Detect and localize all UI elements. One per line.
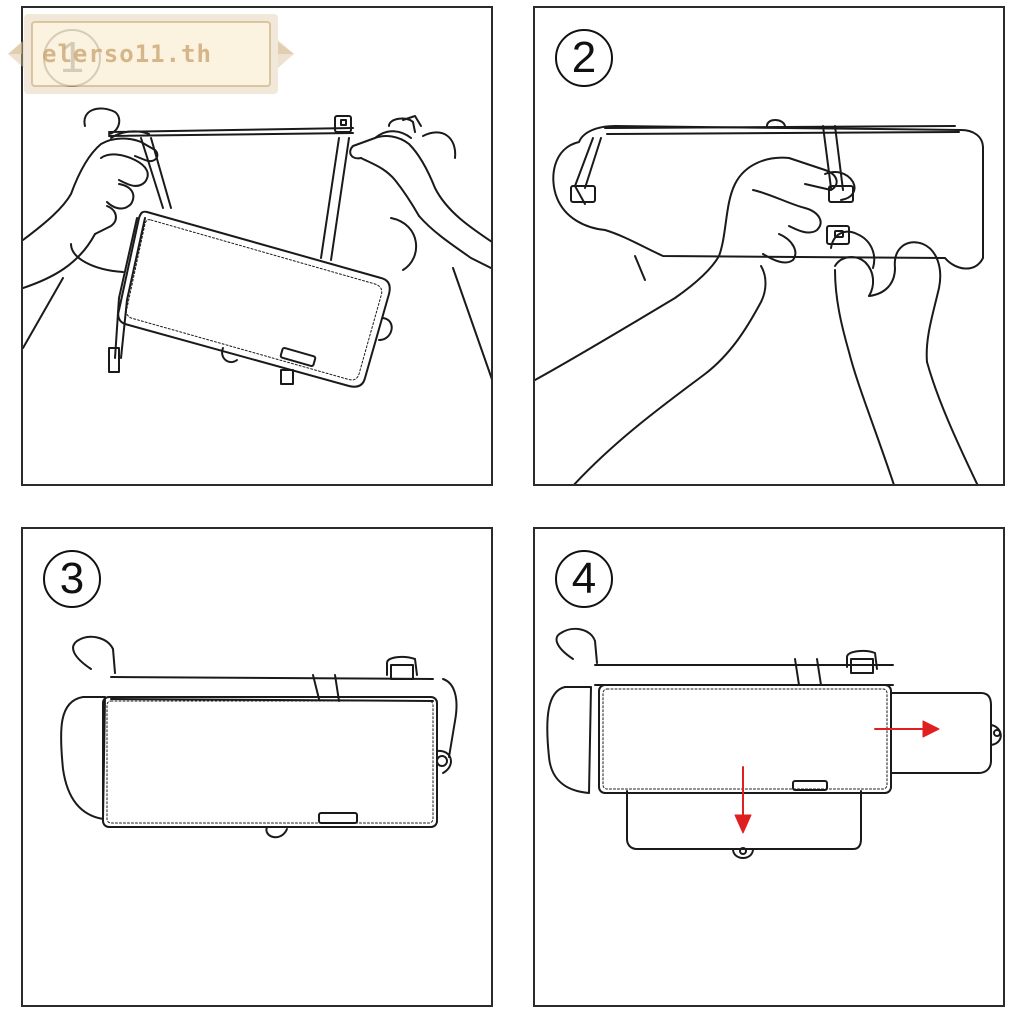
watermark-text: elerso11.th xyxy=(42,40,212,68)
step-panel-3: 3 xyxy=(21,527,493,1007)
step-number-badge: 3 xyxy=(43,550,101,608)
car-sun-visor xyxy=(552,125,984,270)
hand-lower xyxy=(830,230,979,484)
sunshade-grip xyxy=(792,780,828,791)
sunshade-extension-bottom xyxy=(626,790,862,859)
strap-buckle-bottom xyxy=(108,347,120,373)
strap-buckle-right xyxy=(334,115,352,133)
hand-upper xyxy=(535,156,856,484)
strap-left-side xyxy=(140,137,164,209)
sunshade-mounted-illustration xyxy=(60,635,458,839)
arrow-slide-down-icon xyxy=(734,766,752,834)
watermark: elerso11.th xyxy=(2,12,298,96)
step-panel-4: 4 xyxy=(533,527,1005,1007)
strap-fastening-illustration xyxy=(23,107,491,388)
visor-clip-right xyxy=(388,117,416,133)
strap-top xyxy=(108,127,354,133)
buckle-attaching-illustration xyxy=(535,119,984,484)
step-number-badge: 2 xyxy=(555,29,613,87)
strap-buckle-lower xyxy=(826,225,850,245)
sunshade-panel xyxy=(117,210,391,388)
arrow-slide-right-icon xyxy=(874,720,940,738)
sunshade-extension-right xyxy=(890,692,1002,774)
hand-right xyxy=(349,115,491,270)
sunshade-extension-illustration xyxy=(546,627,1002,859)
step-number-badge: 4 xyxy=(555,550,613,608)
car-sun-visor xyxy=(546,686,592,794)
visor-clip-left xyxy=(72,635,116,674)
hand-left xyxy=(23,130,159,289)
step-panel-2: 2 xyxy=(533,6,1005,486)
sunshade-panel xyxy=(598,684,892,794)
visor-clip-right xyxy=(846,649,878,670)
watermark-banner-icon xyxy=(8,14,294,94)
sunshade-grip xyxy=(318,812,358,824)
visor-clip-left xyxy=(555,627,598,664)
visor-clip-right xyxy=(386,655,418,676)
car-sun-visor xyxy=(60,696,106,820)
sunshade-panel xyxy=(102,696,438,828)
visor-clip-left xyxy=(83,107,121,135)
